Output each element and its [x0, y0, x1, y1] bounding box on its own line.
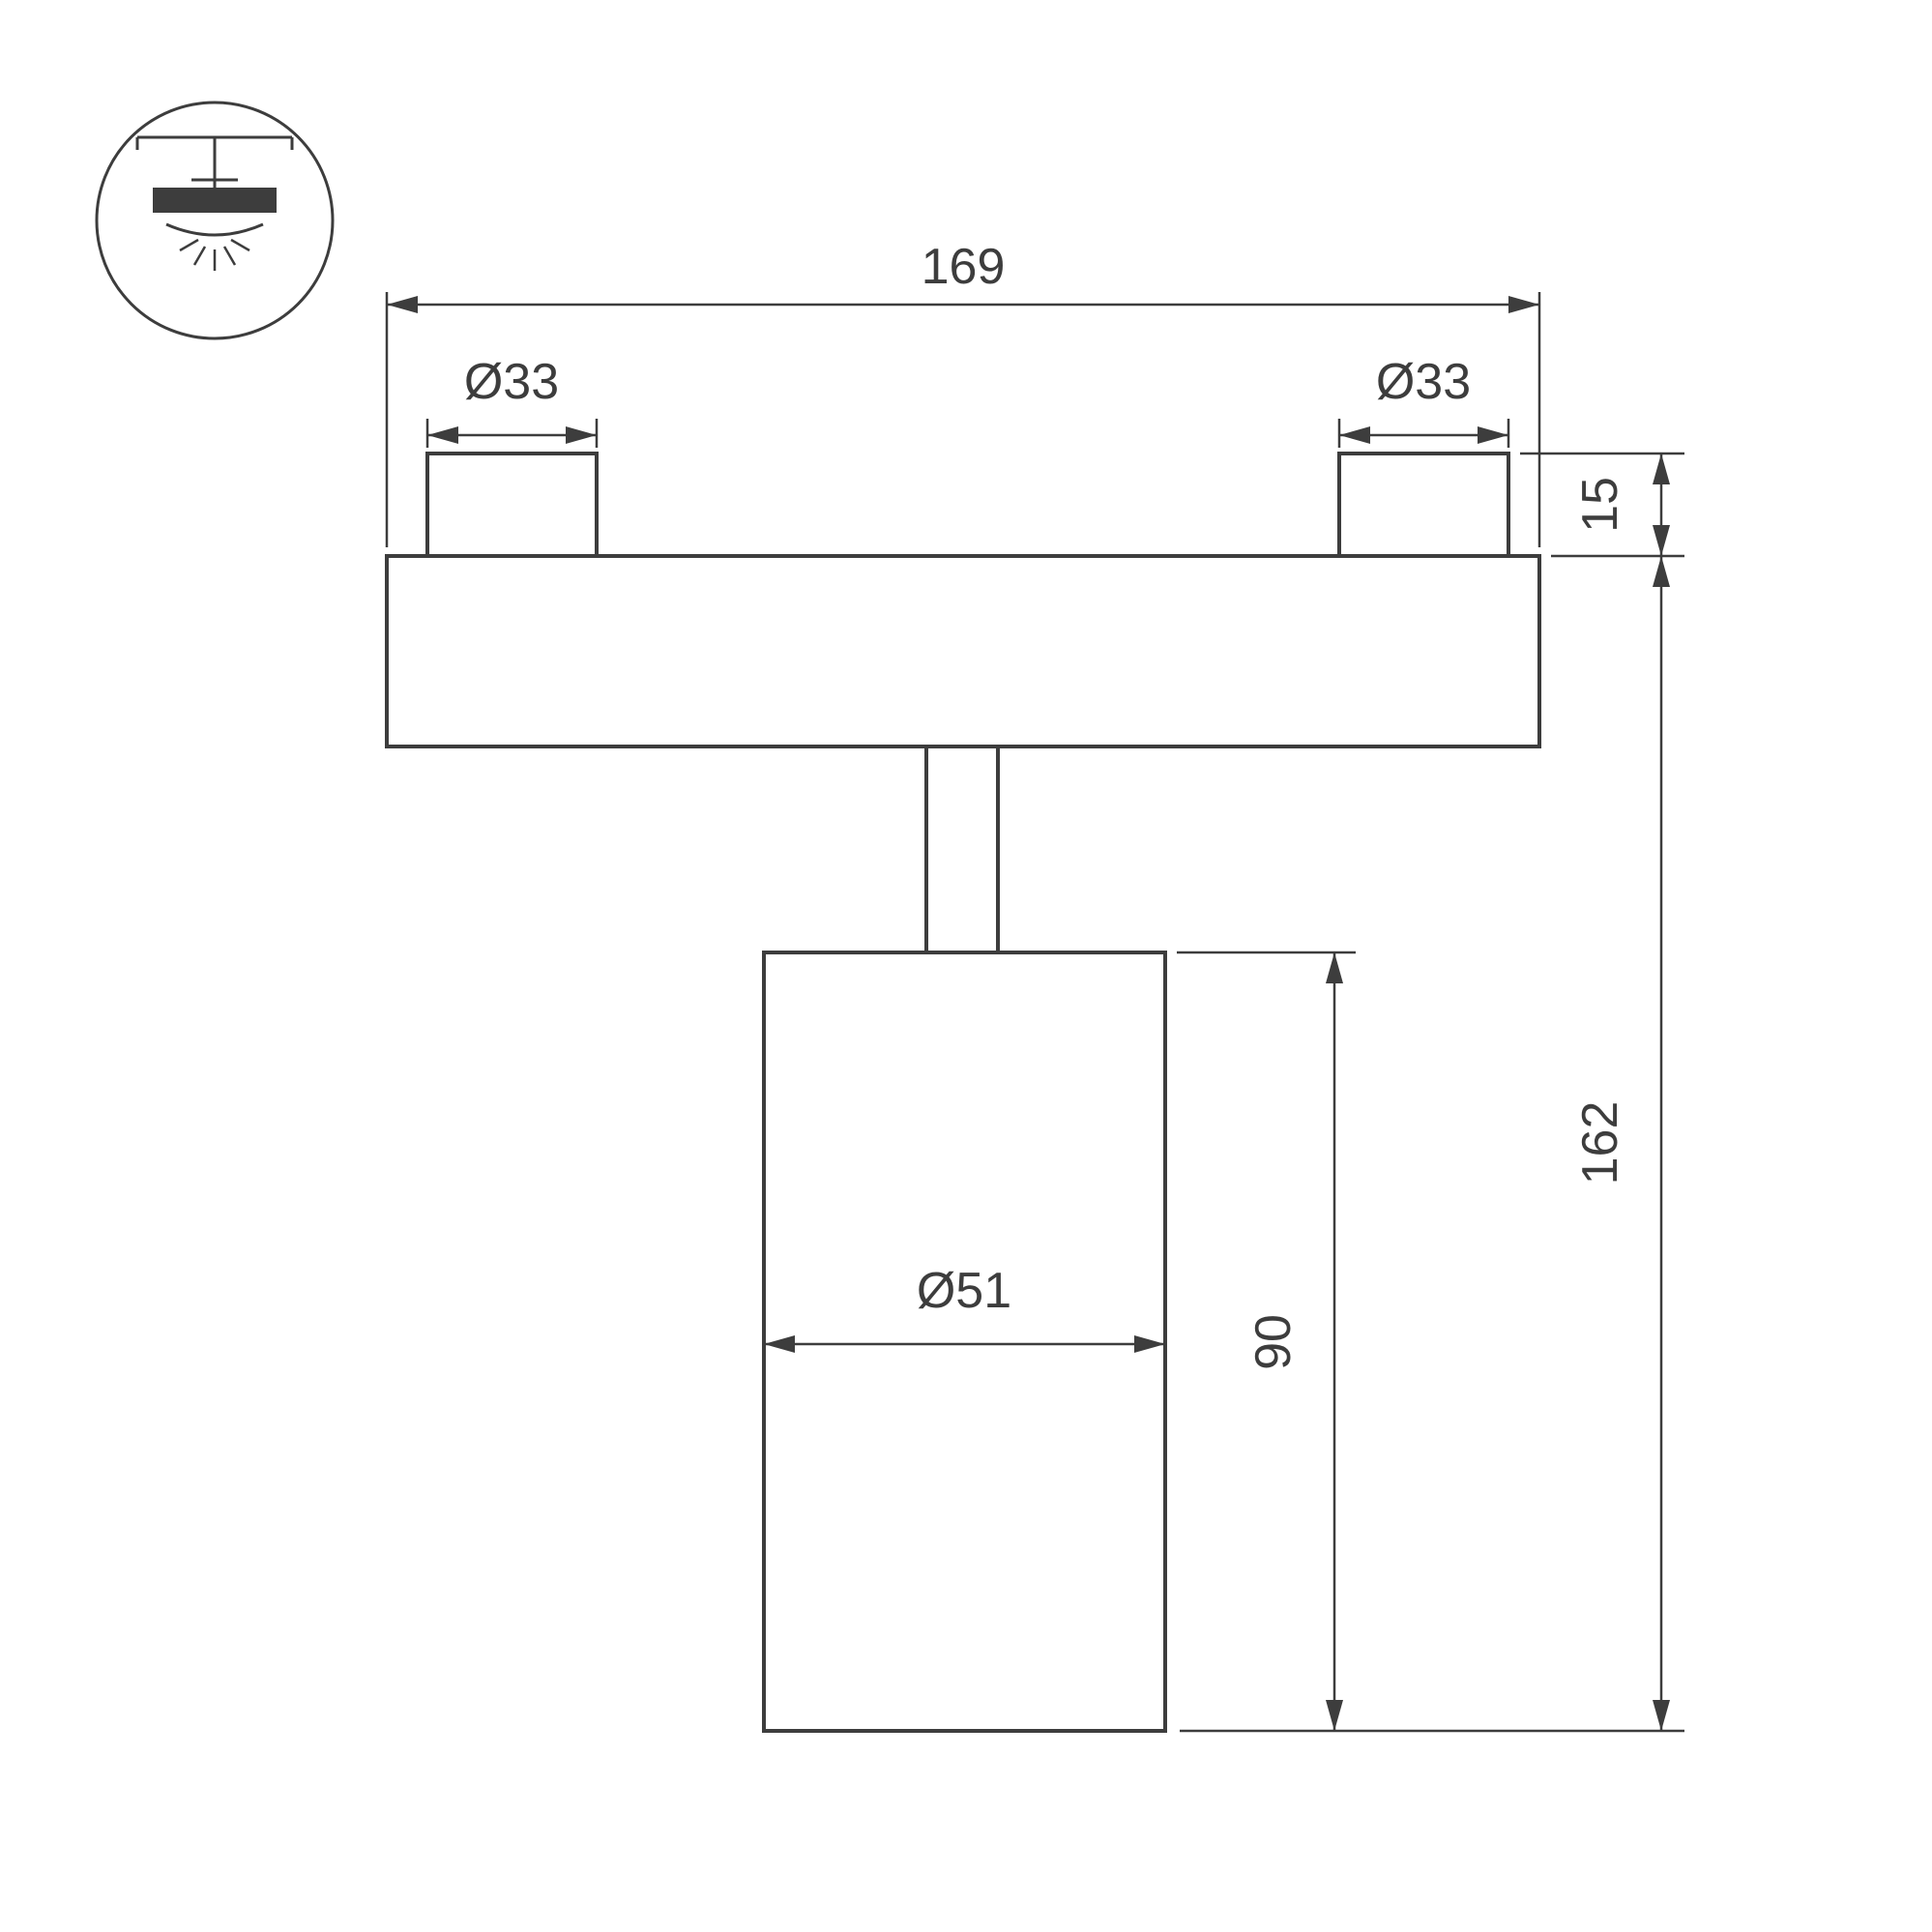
right-connector — [1337, 452, 1510, 558]
dim-label-overall-height: 162 — [1572, 1101, 1628, 1186]
dim-body-height: 90 — [1177, 951, 1356, 1731]
arrowhead-left — [764, 1335, 795, 1353]
ceiling-track-light-icon — [95, 101, 335, 340]
track-base-plate — [385, 554, 1541, 748]
arrowhead-bottom — [1653, 525, 1670, 556]
dim-left-connector-diameter: Ø33 — [425, 354, 599, 448]
icon-light-ray — [230, 238, 250, 252]
left-connector — [425, 452, 599, 558]
arrowhead-top — [1653, 454, 1670, 484]
dim-body-diameter: Ø51 — [764, 1263, 1165, 1353]
arrowhead-top — [1326, 952, 1343, 983]
dim-right-connector-diameter: Ø33 — [1337, 354, 1510, 448]
dim-label-body-height: 90 — [1245, 1314, 1302, 1370]
arrowhead-top — [1653, 556, 1670, 587]
arrowhead-right — [1508, 296, 1539, 313]
icon-light-arc — [165, 222, 264, 237]
dim-track-width: 169 — [385, 239, 1541, 547]
arrowhead-bottom — [1653, 1700, 1670, 1731]
arrowhead-left — [427, 426, 458, 444]
dim-label-left-connector: Ø33 — [464, 354, 559, 410]
lamp-body — [762, 951, 1167, 1733]
dim-label-connector-height: 15 — [1572, 477, 1628, 533]
arrowhead-right — [1478, 426, 1508, 444]
luminaire-outline — [385, 452, 1541, 1733]
icon-lamp-shade — [153, 188, 277, 213]
arrowhead-bottom — [1326, 1700, 1343, 1731]
icon-light-ray — [222, 246, 237, 266]
arrowhead-right — [566, 426, 597, 444]
dim-connector-height: 15 — [1520, 452, 1684, 558]
arrowhead-right — [1134, 1335, 1165, 1353]
dim-overall-height: 162 — [1180, 556, 1684, 1733]
arrowhead-left — [1339, 426, 1370, 444]
icon-circle — [95, 101, 335, 340]
arrowhead-left — [387, 296, 418, 313]
dim-label-right-connector: Ø33 — [1376, 354, 1471, 410]
icon-light-ray — [192, 246, 207, 266]
icon-light-ray — [179, 238, 199, 252]
stem — [924, 745, 1000, 954]
dim-label-track-width: 169 — [922, 239, 1006, 295]
dim-label-body-diameter: Ø51 — [917, 1263, 1011, 1319]
